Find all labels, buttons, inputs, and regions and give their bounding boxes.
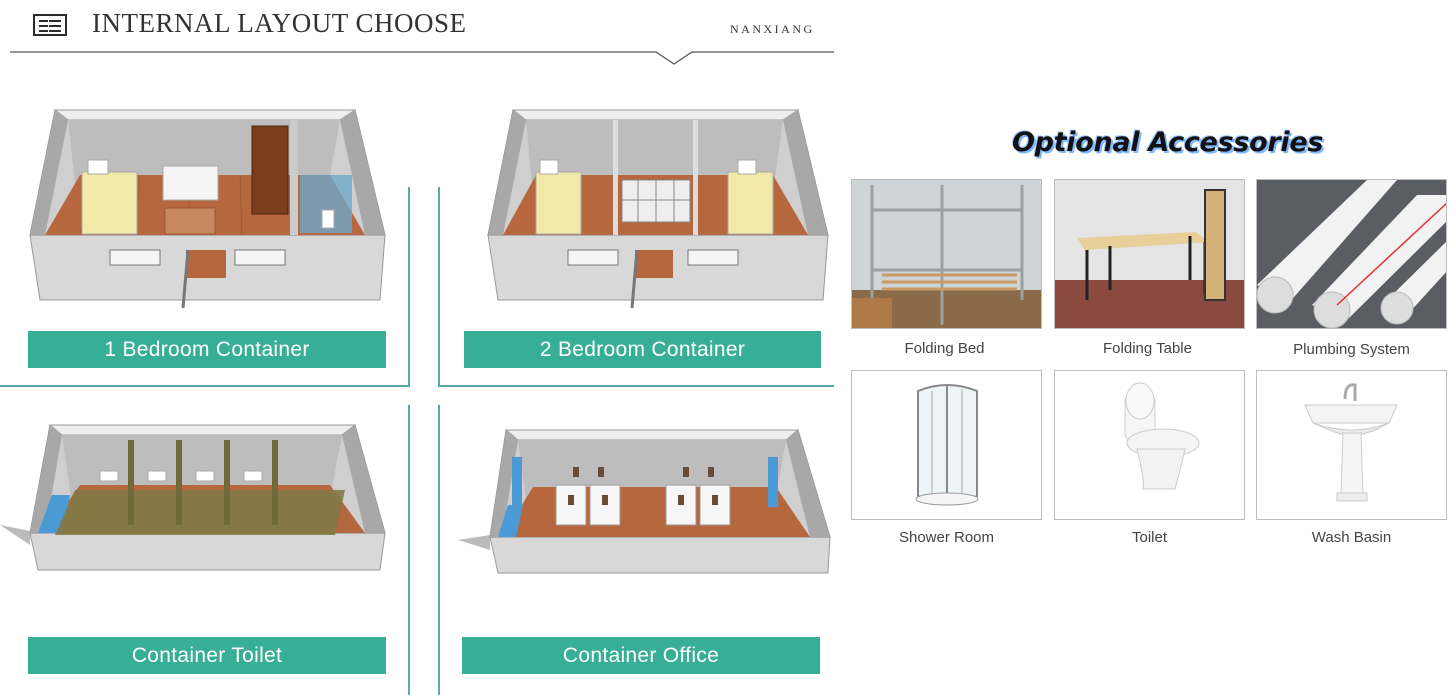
accessories-title: Optional Accessories [1012,127,1324,158]
accessory-card-folding-bed [851,179,1042,329]
panel-frame-right [408,405,410,695]
folding-table-image [1055,180,1244,328]
page-title: INTERNAL LAYOUT CHOOSE [92,8,467,38]
accessory-card-wash-basin [1256,370,1447,520]
layout-panel-toilet: Container Toilet [0,405,420,695]
layout-panel-1-bedroom: 1 Bedroom Container [0,60,420,395]
office-container-illustration [458,429,831,574]
accessory-label-plumbing-system: Plumbing System [1293,341,1410,358]
panel-frame-right [408,187,410,387]
accessory-label-shower-room: Shower Room [898,529,995,546]
toilet-image [1055,371,1244,519]
accessory-label-folding-table: Folding Table [1103,340,1192,357]
accessory-card-folding-table [1054,179,1245,329]
plumbing-pipes-image [1257,180,1446,328]
wash-basin-image [1257,371,1446,519]
layout-panel-2-bedroom: 2 Bedroom Container [438,60,848,395]
accessory-card-toilet [1054,370,1245,520]
layout-panel-office: Container Office [438,405,848,695]
toilet-container-illustration [0,424,386,571]
accessory-card-plumbing-system [1256,179,1447,329]
one-bedroom-container-illustration [29,109,386,309]
layout-label-office: Container Office [462,637,820,674]
layout-list-icon [33,14,67,36]
brand-name: NANXIANG [730,22,815,36]
panel-frame-left [438,187,440,387]
panel-frame-bottom [0,385,410,387]
accessory-label-folding-bed: Folding Bed [904,340,985,357]
accessory-card-shower-room [851,370,1042,520]
shower-room-image [852,371,1041,519]
accessory-label-toilet: Toilet [1131,529,1168,546]
folding-bed-image [852,180,1041,328]
header-divider [10,51,834,65]
accessory-label-wash-basin: Wash Basin [1311,529,1392,546]
layout-label-1-bedroom: 1 Bedroom Container [28,331,386,368]
two-bedroom-container-illustration [487,109,829,309]
panel-frame-bottom [438,385,834,387]
layout-label-2-bedroom: 2 Bedroom Container [464,331,821,368]
layout-label-toilet: Container Toilet [28,637,386,674]
panel-frame-left [438,405,440,695]
